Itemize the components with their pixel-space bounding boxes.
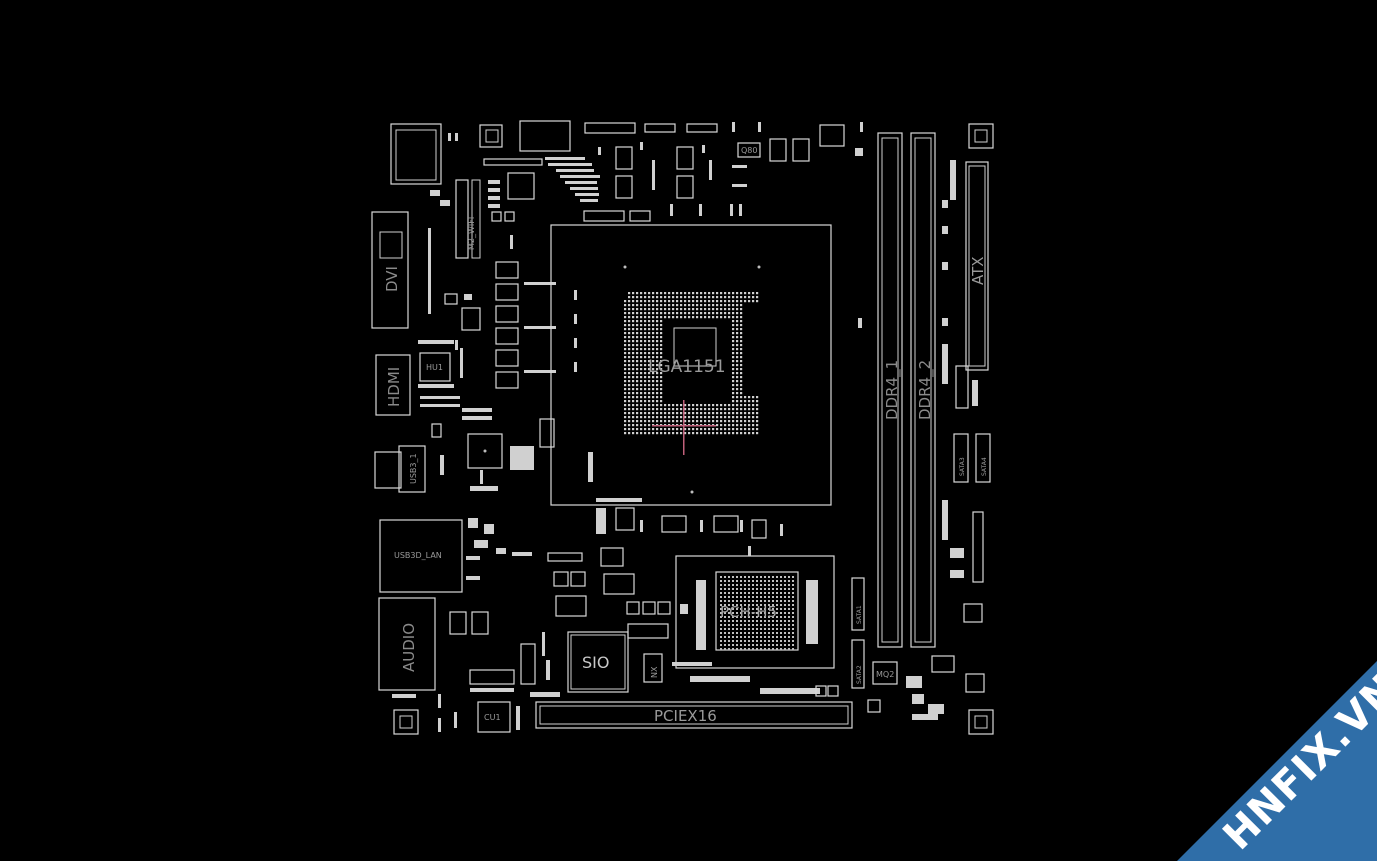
label-hdmi: HDMI <box>385 367 403 407</box>
vrm-section <box>444 261 577 389</box>
label-ddr4-2: DDR4_2 <box>916 360 935 420</box>
hdmi-connector: HDMI HU1 <box>375 340 463 438</box>
label-lga1151: LGA1151 <box>648 357 726 377</box>
watermark-banner: HNFIX.VN <box>1177 661 1377 861</box>
audio-jack-stack: AUDIO <box>378 597 515 735</box>
mid-left-components: NX <box>520 547 671 697</box>
dvi-connector: DVI <box>371 211 431 329</box>
pch-chipset: PCH-H5 SATA1 SATA2 <box>672 555 865 697</box>
label-cu1: CU1 <box>484 713 501 722</box>
label-q80: Q80 <box>741 146 757 155</box>
label-sata3: SATA3 <box>959 457 966 476</box>
label-usb3-1: USB3_1 <box>409 453 418 484</box>
label-atx: ATX <box>969 256 987 285</box>
label-hu1: HU1 <box>426 363 443 372</box>
label-usb3d-lan: USB3D_LAN <box>394 551 442 560</box>
pwm-controller <box>462 408 555 491</box>
dimm-slot-1: DDR4_1 <box>877 132 903 648</box>
dimm-slot-2: DDR4_2 <box>910 132 936 648</box>
cu1-component: CU1 <box>454 701 520 733</box>
label-audio: AUDIO <box>400 623 418 672</box>
atx-power-connector: ATX <box>942 160 989 409</box>
label-sata2: SATA2 <box>856 665 863 684</box>
sata-connectors-right: SATA3 SATA4 <box>942 433 991 693</box>
label-mq2: MQ2 <box>876 670 894 679</box>
label-dvi: DVI <box>383 266 401 292</box>
label-sata4: SATA4 <box>981 457 988 476</box>
mounting-holes <box>399 123 994 735</box>
label-ddr4-1: DDR4_1 <box>883 360 902 420</box>
super-io-chip: SIO <box>567 631 629 693</box>
m2-wifi-slot: M2_WIFI <box>455 179 481 259</box>
label-nx: NX <box>650 666 659 678</box>
label-m2-wifi: M2_WIFI <box>467 217 476 250</box>
label-pciex16: PCIEX16 <box>654 707 717 725</box>
pch-ball-field <box>720 576 794 650</box>
bottom-right-components: MQ2 <box>867 655 955 720</box>
passive-cluster-top <box>483 157 600 249</box>
top-left-components: Q80 <box>390 120 863 222</box>
usb3-connector: USB3_1 <box>374 445 444 493</box>
label-sata1: SATA1 <box>856 605 863 624</box>
usb-lan-stack: USB3D_LAN <box>379 518 532 593</box>
below-socket-components <box>588 452 783 556</box>
cpu-socket: LGA1151 <box>550 224 862 506</box>
pcie-x16-slot: PCIEX16 <box>535 701 853 729</box>
label-pch: PCH-H5 <box>720 603 777 621</box>
label-sio: SIO <box>582 653 609 672</box>
cpu-pin-field <box>624 292 759 435</box>
